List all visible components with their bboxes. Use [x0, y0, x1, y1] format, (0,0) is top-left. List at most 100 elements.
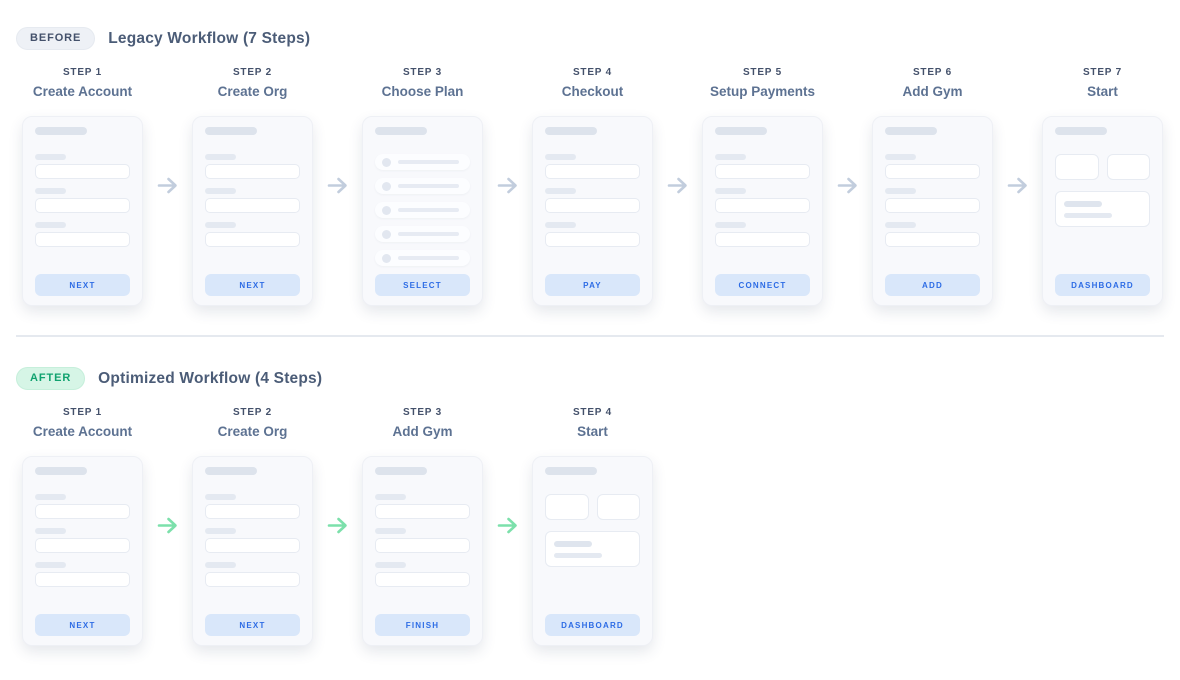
workflow-step: STEP 1 Create Account NEXT [22, 66, 143, 306]
step-name: Add Gym [392, 424, 453, 439]
mock-list-text-line [398, 256, 459, 260]
mock-action-button: DASHBOARD [1055, 274, 1150, 296]
step-number-label: STEP 3 [402, 67, 443, 78]
step-name: Create Org [217, 84, 288, 99]
mock-field-label [375, 562, 406, 568]
mock-screen-body [375, 494, 470, 596]
step-name: Choose Plan [381, 84, 464, 99]
workflow-comparison: BEFORE Legacy Workflow (7 Steps) STEP 1 … [16, 27, 1164, 646]
mock-list-item [375, 226, 470, 242]
mock-screen-body [35, 154, 130, 256]
mock-field-label [885, 154, 916, 160]
screen-mockup-card: DASHBOARD [532, 456, 653, 646]
mock-title-bar [545, 127, 597, 135]
section-title: Optimized Workflow (4 Steps) [98, 369, 323, 387]
mock-input-field [205, 232, 300, 247]
arrow-right-icon [653, 176, 702, 195]
mock-screen-body [1055, 154, 1150, 227]
mock-action-button: FINISH [375, 614, 470, 636]
mock-input-field [35, 198, 130, 213]
mock-stat-box [545, 494, 589, 520]
workflow-step: STEP 2 Create Org NEXT [192, 66, 313, 306]
mock-input-field [35, 572, 130, 587]
mock-input-field [205, 504, 300, 519]
mock-screen-body [205, 494, 300, 596]
workflow-step: STEP 3 Choose Plan SELECT [362, 66, 483, 306]
workflow-step: STEP 3 Add Gym FINISH [362, 406, 483, 646]
arrow-right-icon [483, 176, 532, 195]
screen-mockup-card: SELECT [362, 116, 483, 306]
mock-title-bar [545, 467, 597, 475]
mock-input-field [375, 538, 470, 553]
mock-stat-row [1055, 154, 1150, 180]
mock-stat-row [545, 494, 640, 520]
mock-input-field [715, 232, 810, 247]
mock-action-button: CONNECT [715, 274, 810, 296]
mock-input-field [375, 504, 470, 519]
mock-field-label [715, 222, 746, 228]
mock-list-avatar [382, 157, 391, 167]
mock-input-field [545, 164, 640, 179]
mock-list-text-line [398, 184, 459, 188]
mock-stat-box [1106, 154, 1150, 180]
section-title: Legacy Workflow (7 Steps) [108, 29, 311, 47]
mock-screen-body [885, 154, 980, 256]
mock-input-field [205, 572, 300, 587]
mock-field-label [35, 494, 66, 500]
mock-field-label [545, 188, 576, 194]
mock-screen-body [205, 154, 300, 256]
mock-field-label [205, 562, 236, 568]
mock-field-label [205, 188, 236, 194]
workflow-section: AFTER Optimized Workflow (4 Steps) STEP … [16, 367, 1164, 646]
mock-action-button: DASHBOARD [545, 614, 640, 636]
mock-field-label [375, 494, 406, 500]
mock-field-label [35, 528, 66, 534]
section-badge: AFTER [16, 367, 86, 390]
mock-list-item [375, 178, 470, 194]
workflow-step: STEP 4 Start DASHBOARD [532, 406, 653, 646]
mock-action-button: NEXT [35, 274, 130, 296]
step-number-label: STEP 6 [912, 67, 953, 78]
mock-title-bar [375, 127, 427, 135]
mock-input-field [715, 164, 810, 179]
mock-title-bar [1055, 127, 1107, 135]
mock-screen-body [375, 154, 470, 274]
step-number-label: STEP 4 [572, 67, 613, 78]
screen-mockup-card: FINISH [362, 456, 483, 646]
mock-field-label [715, 154, 746, 160]
screen-mockup-card: NEXT [22, 456, 143, 646]
step-number-label: STEP 5 [742, 67, 783, 78]
arrow-right-icon [313, 176, 362, 195]
mock-field-label [205, 154, 236, 160]
arrow-right-icon [313, 516, 362, 535]
step-number-label: STEP 7 [1082, 67, 1123, 78]
mock-list-text-line [398, 232, 459, 236]
mock-title-bar [885, 127, 937, 135]
mock-action-button: NEXT [205, 614, 300, 636]
mock-title-bar [715, 127, 767, 135]
step-number-label: STEP 2 [232, 407, 273, 418]
mock-field-label [35, 154, 66, 160]
mock-input-field [205, 538, 300, 553]
mock-text-line [1064, 201, 1102, 207]
mock-text-line [554, 541, 592, 547]
section-badge: BEFORE [16, 27, 96, 50]
step-number-label: STEP 2 [232, 67, 273, 78]
step-number-label: STEP 1 [62, 67, 103, 78]
steps-row: STEP 1 Create Account NEXT STEP 2 Create… [22, 406, 1164, 646]
mock-screen-body [545, 154, 640, 256]
mock-field-label [35, 222, 66, 228]
screen-mockup-card: ADD [872, 116, 993, 306]
workflow-step: STEP 4 Checkout PAY [532, 66, 653, 306]
screen-mockup-card: DASHBOARD [1042, 116, 1163, 306]
mock-list-avatar [382, 253, 391, 263]
mock-field-label [205, 528, 236, 534]
mock-title-bar [35, 127, 87, 135]
mock-list-avatar [382, 205, 391, 215]
mock-action-button: PAY [545, 274, 640, 296]
step-name: Checkout [561, 84, 624, 99]
mock-input-field [35, 164, 130, 179]
arrow-right-icon [993, 176, 1042, 195]
screen-mockup-card: NEXT [192, 456, 313, 646]
mock-input-field [545, 198, 640, 213]
